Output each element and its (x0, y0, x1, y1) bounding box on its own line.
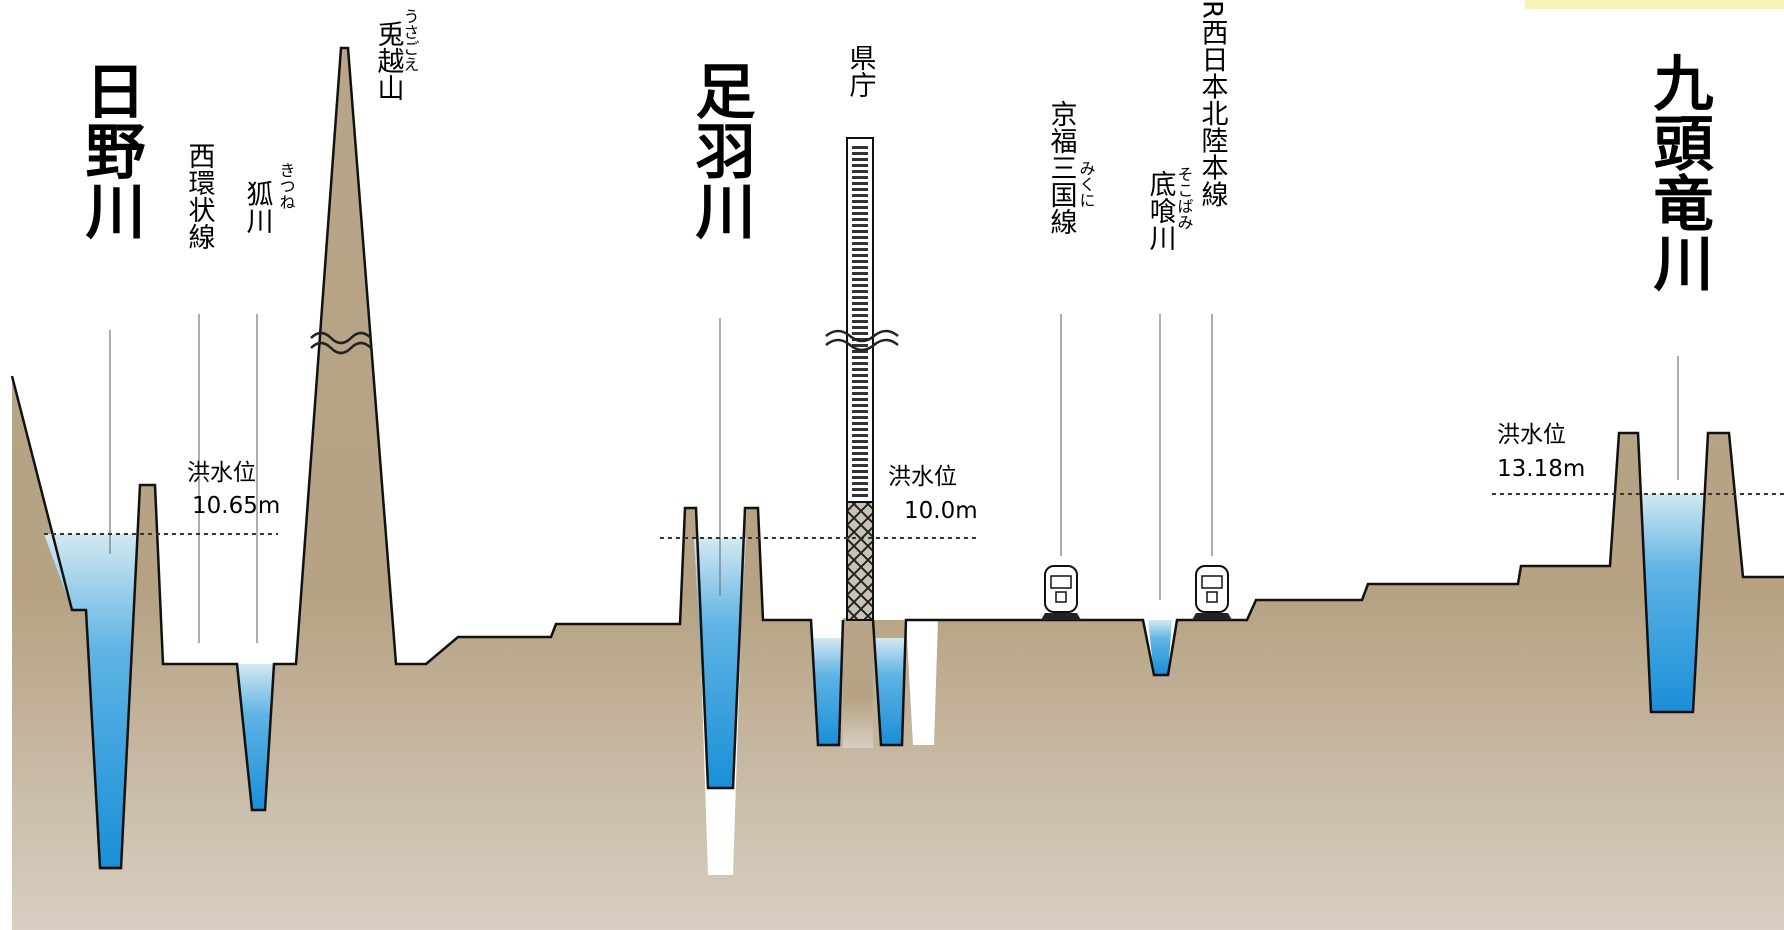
kitsune-label: 狐川 (242, 180, 274, 234)
tower-window (852, 326, 868, 329)
tower-window (852, 188, 868, 191)
keifuku-label: 京福三国線 (1046, 100, 1078, 235)
tower-window (852, 458, 868, 461)
kitsune-ruby: きつね (277, 162, 296, 210)
tower-window (852, 176, 868, 179)
moat-water-left (811, 638, 843, 745)
tower-window (852, 392, 868, 395)
kuzuryu-flood-value: 13.18m (1497, 456, 1585, 482)
tower-window (852, 356, 868, 359)
tower-window (852, 272, 868, 275)
tower-window (852, 236, 868, 239)
jr-label: JR西日本北陸本線 (1197, 0, 1229, 208)
train-icon (1192, 565, 1232, 620)
sokobami-label: 底喰川 (1145, 170, 1177, 251)
tower-window (852, 452, 868, 455)
tower-window (852, 182, 868, 185)
asuwa-flood-label: 洪水位 (888, 464, 957, 490)
tower-window (852, 230, 868, 233)
tower-window (852, 344, 868, 347)
tower-window (852, 470, 868, 473)
kencho-label: 県庁 (845, 44, 877, 98)
mikuni-ruby: みくに (1077, 160, 1096, 208)
train-icon (1041, 565, 1081, 620)
tower-window (852, 320, 868, 323)
tower-window (852, 398, 868, 401)
tower-window (852, 404, 868, 407)
prefecture-tower-base (846, 501, 874, 621)
asuwa-river-label: 足羽川 (685, 60, 755, 240)
corner-tab (1525, 0, 1784, 9)
tower-window (852, 308, 868, 311)
tower-window (852, 482, 868, 485)
tower-window (852, 260, 868, 263)
tower-window (852, 314, 868, 317)
nishikanjo-label: 西環状線 (184, 142, 216, 250)
tower-window (852, 494, 868, 497)
moat-water-right (873, 638, 906, 745)
tower-window (852, 248, 868, 251)
tower-window (852, 428, 868, 431)
tower-window (852, 380, 868, 383)
tower-window (852, 422, 868, 425)
tower-window (852, 224, 868, 227)
tower-window (852, 332, 868, 335)
tower-window (852, 488, 868, 491)
kuzuryu-river-label: 九頭竜川 (1643, 52, 1713, 292)
tower-window (852, 374, 868, 377)
hino-flood-value: 10.65m (192, 493, 280, 519)
ground-profile (12, 48, 1784, 930)
usagoe-ruby: うさごえ (401, 8, 420, 72)
tower-window (852, 170, 868, 173)
hino-flood-label: 洪水位 (187, 460, 256, 486)
asuwa-flood-value: 10.0m (904, 498, 978, 524)
tower-window (852, 434, 868, 437)
tower-window (852, 158, 868, 161)
tower-window (852, 350, 868, 353)
kitsune-river-water (237, 664, 274, 810)
tower-window (852, 386, 868, 389)
tower-window (852, 212, 868, 215)
tower-window (852, 476, 868, 479)
mountain-break-mark (310, 331, 372, 355)
tower-window (852, 194, 868, 197)
tower-window (852, 362, 868, 365)
tower-window (852, 446, 868, 449)
tower-break-mark (825, 329, 899, 352)
kuzuryu-river-water (1640, 494, 1706, 712)
tower-window (852, 266, 868, 269)
tower-window (852, 368, 868, 371)
tower-window (852, 416, 868, 419)
tower-window (852, 290, 868, 293)
sokobami-ruby: そこばみ (1175, 166, 1194, 230)
hino-river-label: 日野川 (75, 60, 145, 240)
asuwa-river-water (694, 538, 746, 788)
tower-window (852, 302, 868, 305)
tower-window (852, 152, 868, 155)
tower-window (852, 242, 868, 245)
tower-window (852, 410, 868, 413)
tower-window (852, 164, 868, 167)
tower-window (852, 218, 868, 221)
kuzuryu-flood-label: 洪水位 (1497, 422, 1566, 448)
tower-window (852, 440, 868, 443)
tower-window (852, 146, 868, 149)
tower-window (852, 200, 868, 203)
sokobami-river-water (1148, 620, 1172, 675)
tower-window (852, 338, 868, 341)
usagoe-label: 兎越山 (373, 20, 405, 101)
tower-window (852, 206, 868, 209)
tower-window (852, 278, 868, 281)
tower-window (852, 254, 868, 257)
tower-window (852, 296, 868, 299)
tower-window (852, 464, 868, 467)
prefecture-base (843, 618, 873, 748)
tower-windows (852, 146, 868, 497)
tower-window (852, 284, 868, 287)
